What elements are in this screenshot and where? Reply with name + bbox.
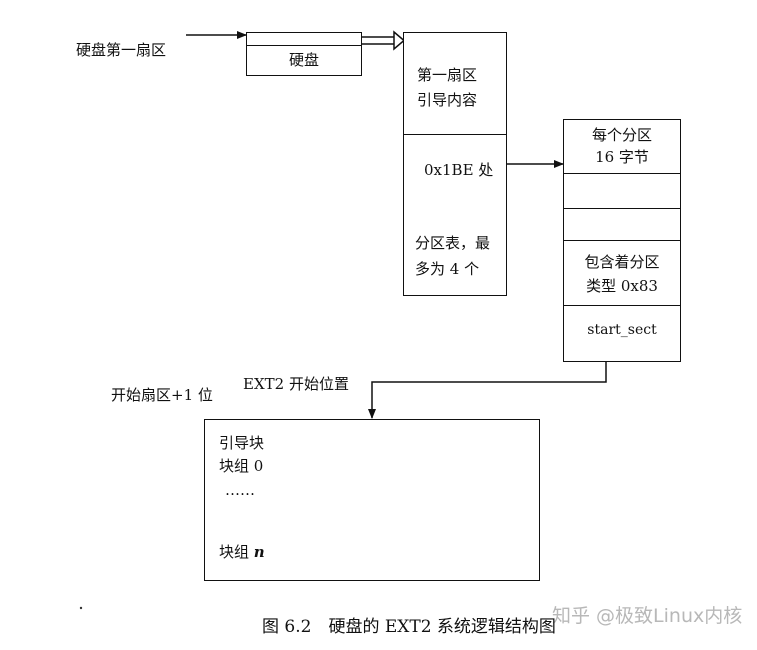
boot-content-line2: 引导内容 <box>417 91 478 109</box>
entry-line2: 16 字节 <box>595 148 649 166</box>
sector-divider <box>404 134 506 135</box>
entry-divider-4 <box>564 305 680 306</box>
boot-content-line1: 第一扇区 <box>417 66 478 84</box>
first-sector-label: 硬盘第一扇区 <box>76 41 167 59</box>
disk-box: 硬盘 <box>246 45 362 76</box>
ext2-layout-box: 引导块 块组 0 …… 块组 n <box>204 419 540 581</box>
block-group-0-label: 块组 0 <box>219 457 264 475</box>
watermark: 知乎 @极致Linux内核 <box>552 605 743 627</box>
block-group-n-var: n <box>253 543 265 561</box>
type-line1: 包含着分区 <box>584 253 660 271</box>
start-plus-one-label: 开始扇区+1 位 <box>111 386 213 404</box>
block-group-n-label: 块组 n <box>219 542 265 562</box>
entry-divider-2 <box>564 208 680 209</box>
entry-divider-1 <box>564 173 680 174</box>
figure-caption: 图 6.2 硬盘的 EXT2 系统逻辑结构图 <box>262 617 556 637</box>
arrow-to-ext2 <box>368 362 607 419</box>
entry-line1: 每个分区 <box>591 126 652 144</box>
sector-column: 第一扇区 引导内容 0x1BE 处 分区表，最 多为 4 个 <box>403 32 507 296</box>
type-line2: 类型 0x83 <box>586 277 658 295</box>
boot-block-label: 引导块 <box>219 434 265 452</box>
ptable-line2: 多为 4 个 <box>415 260 480 278</box>
ext2-start-label: EXT2 开始位置 <box>243 375 349 393</box>
start-sect-label: start_sect <box>587 322 657 338</box>
ellipsis-label: …… <box>225 481 255 499</box>
disk-label: 硬盘 <box>288 51 319 69</box>
offset-label: 0x1BE 处 <box>424 161 494 179</box>
block-group-n-prefix: 块组 <box>219 543 254 561</box>
ptable-line1: 分区表，最 <box>415 234 491 252</box>
entry-divider-3 <box>564 240 680 241</box>
disk-strip <box>246 32 362 46</box>
partition-entry-column: 每个分区 16 字节 包含着分区 类型 0x83 start_sect <box>563 119 681 362</box>
double-arrow-to-sector <box>362 30 406 51</box>
